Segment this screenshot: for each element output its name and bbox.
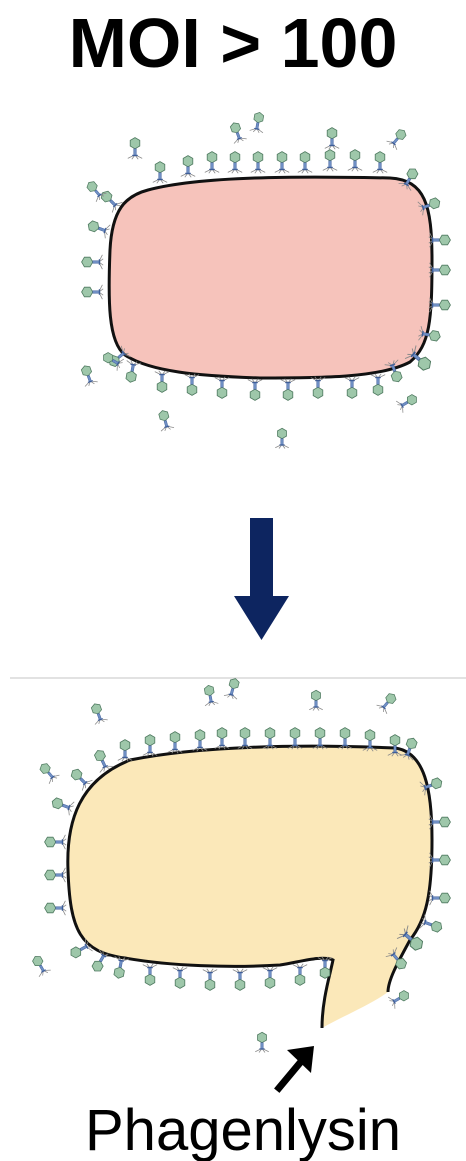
- phage-icon: [227, 121, 247, 145]
- phage-icon: [128, 138, 142, 160]
- phage-icon: [202, 684, 219, 706]
- phage-icon: [143, 735, 157, 757]
- phage-icon: [323, 150, 337, 172]
- phage-icon: [311, 377, 325, 399]
- phage-icon: [228, 152, 242, 174]
- phage-icon: [248, 379, 262, 401]
- phage-icon: [293, 964, 307, 986]
- phage-icon: [233, 969, 247, 991]
- phage-icon: [203, 969, 217, 991]
- phage-icon: [82, 255, 104, 269]
- phage-icon: [373, 152, 387, 174]
- phage-icon: [45, 868, 67, 882]
- phage-icon: [205, 152, 219, 174]
- arrow-up-right-icon: [279, 1046, 314, 1088]
- phage-icon: [251, 152, 265, 174]
- lysed-cell-panel: [29, 677, 450, 1053]
- phage-icon: [345, 377, 359, 399]
- phage-icon: [168, 732, 182, 754]
- intact-cell-panel: [78, 111, 450, 448]
- phage-icon: [309, 690, 323, 710]
- phage-icon: [281, 379, 295, 401]
- phage-icon: [153, 162, 167, 184]
- phage-icon: [45, 901, 67, 915]
- phagenlysin-label: Phagenlysin: [85, 1098, 401, 1161]
- intact-bacterial-cell: [109, 177, 432, 378]
- phage-icon: [250, 111, 267, 133]
- phage-icon: [376, 690, 399, 714]
- phage-icon: [429, 891, 451, 905]
- phage-icon: [156, 409, 174, 432]
- phage-icon: [193, 730, 207, 752]
- diagram-title: MOI > 100: [69, 4, 398, 82]
- phage-icon: [88, 702, 108, 726]
- phage-icon: [45, 835, 67, 849]
- phage-icon: [86, 218, 111, 239]
- phage-icon: [325, 128, 339, 150]
- phage-icon: [386, 126, 409, 150]
- phage-icon: [118, 740, 132, 762]
- phage-icon: [263, 967, 277, 989]
- phage-icon: [29, 953, 51, 977]
- phage-icon: [275, 152, 289, 174]
- arrow-down-icon: [234, 518, 289, 640]
- phage-icon: [255, 1032, 269, 1052]
- phage-icon: [173, 967, 187, 989]
- phage-icon: [215, 728, 229, 750]
- phage-icon: [185, 374, 199, 396]
- phage-icon: [275, 428, 289, 448]
- phage-icon: [143, 964, 157, 986]
- phage-icon: [181, 156, 195, 178]
- phage-icon: [348, 150, 362, 172]
- phage-icon: [155, 371, 169, 393]
- phage-icon: [224, 677, 242, 700]
- phage-icon: [37, 760, 60, 784]
- phage-icon: [396, 391, 420, 413]
- lysed-bacterial-cell: [68, 746, 432, 1028]
- phage-icon: [82, 285, 104, 299]
- phage-icon: [50, 795, 75, 816]
- phage-icon: [78, 364, 98, 388]
- phage-icon: [215, 377, 229, 399]
- phage-icon: [388, 987, 412, 1009]
- phage-icon: [371, 374, 385, 396]
- phage-icon: [298, 152, 312, 174]
